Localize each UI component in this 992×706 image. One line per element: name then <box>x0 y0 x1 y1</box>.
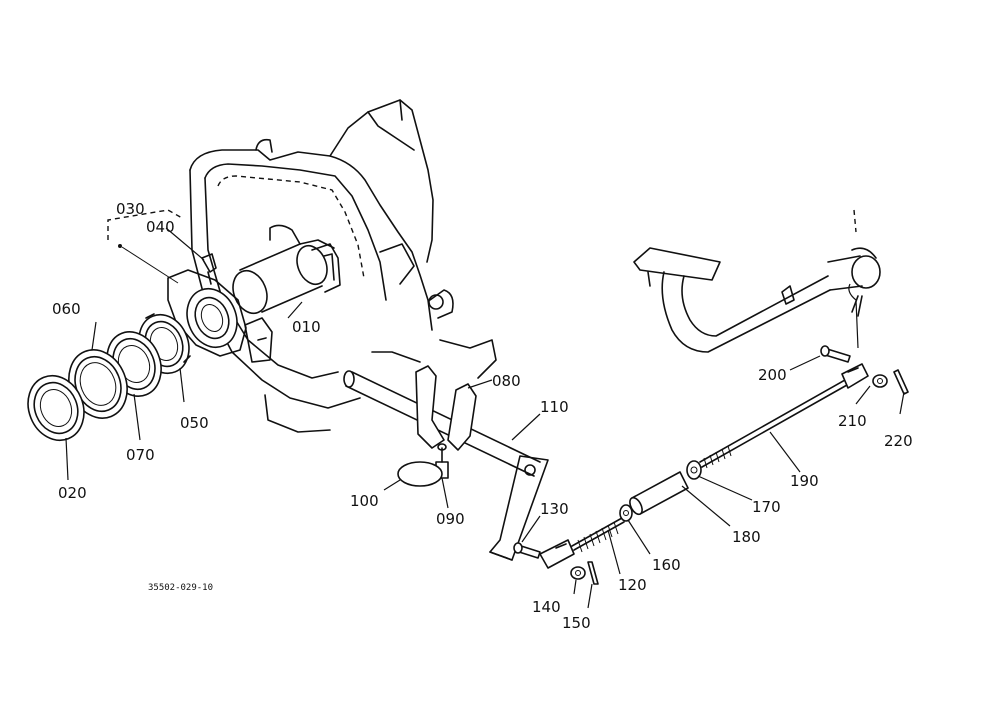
part-170-nut <box>686 460 702 480</box>
label-120: 120 <box>618 576 647 594</box>
part-190-rod <box>699 363 869 469</box>
label-060: 060 <box>52 300 81 318</box>
label-150: 150 <box>562 614 591 632</box>
label-200: 200 <box>758 366 787 384</box>
label-190: 190 <box>790 472 819 490</box>
label-100: 100 <box>350 492 379 510</box>
label-020: 020 <box>58 484 87 502</box>
clutch-housing <box>189 99 497 433</box>
part-180-turnbuckle <box>629 471 689 516</box>
part-150-cotter-pin <box>587 561 599 585</box>
label-090: 090 <box>436 510 465 528</box>
label-040: 040 <box>146 218 175 236</box>
clutch-pedal <box>633 209 881 353</box>
label-210: 210 <box>838 412 867 430</box>
label-030: 030 <box>116 200 145 218</box>
part-160-nut <box>619 504 633 522</box>
label-110: 110 <box>540 398 569 416</box>
part-010-shaft-guide <box>232 224 341 363</box>
part-110-release-shaft <box>343 370 549 561</box>
label-180: 180 <box>732 528 761 546</box>
part-labels: 030 040 010 060 050 070 020 080 110 100 … <box>52 200 913 632</box>
label-070: 070 <box>126 446 155 464</box>
part-100-oval <box>397 461 443 487</box>
part-220-cotter-pin <box>893 369 909 395</box>
part-020-seal <box>27 374 85 442</box>
label-170: 170 <box>752 498 781 516</box>
part-030-release-hub <box>107 209 247 357</box>
part-210-washer <box>872 374 888 388</box>
part-200-pin <box>820 345 851 363</box>
drawing-code: 35502-029-10 <box>148 583 213 593</box>
label-010: 010 <box>292 318 321 336</box>
part-080-fork <box>415 365 477 451</box>
leader-lines <box>65 227 905 609</box>
label-160: 160 <box>652 556 681 574</box>
label-140: 140 <box>532 598 561 616</box>
part-120-clevis-rod <box>539 517 625 569</box>
label-050: 050 <box>180 414 209 432</box>
label-130: 130 <box>540 500 569 518</box>
part-130-pin <box>513 542 541 559</box>
label-220: 220 <box>884 432 913 450</box>
part-060-ring <box>68 349 128 419</box>
label-080: 080 <box>492 372 521 390</box>
part-140-washer <box>570 566 586 580</box>
